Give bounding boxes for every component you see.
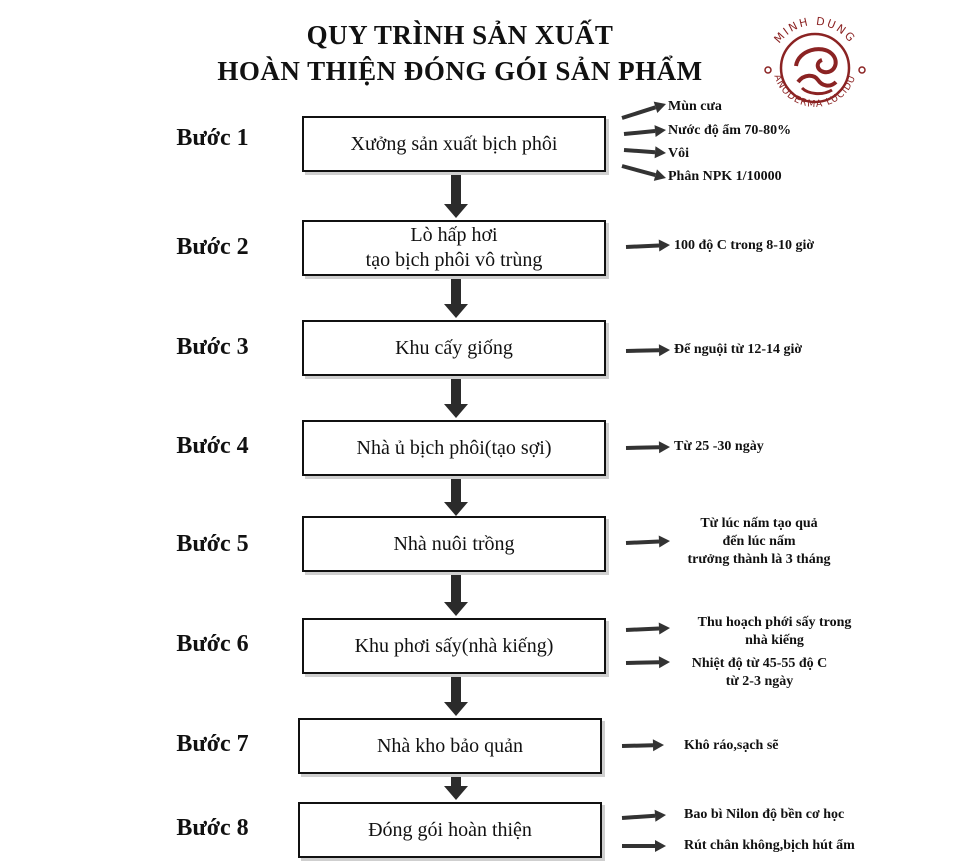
step-1-note-1: Mùn cưa xyxy=(668,99,722,114)
side-arrow-3 xyxy=(623,146,666,159)
step-5-label: Bước 5 xyxy=(176,531,249,557)
step-3-box: Khu cấy giống xyxy=(302,320,606,376)
side-arrow-8 xyxy=(625,535,670,548)
step-6-label: Bước 6 xyxy=(176,631,249,657)
step-7-note-1: Khô ráo,sạch sẽ xyxy=(684,738,779,753)
step-6-note-2: Nhiệt độ từ 45-55 độ C từ 2-3 ngày xyxy=(691,656,828,690)
step-8-note-1: Bao bì Nilon độ bền cơ học xyxy=(684,807,845,822)
down-arrow-3 xyxy=(444,378,468,418)
step-3-box-text: Khu cấy giống xyxy=(395,336,513,359)
down-arrow-4 xyxy=(444,478,468,516)
side-arrow-4 xyxy=(621,164,666,181)
step-7-label: Bước 7 xyxy=(176,731,249,757)
step-1-box: Xưởng sản xuất bịch phôi xyxy=(302,116,606,172)
step-4-box-text: Nhà ủ bịch phôi(tạo sợi) xyxy=(356,436,552,459)
down-arrow-1 xyxy=(444,174,468,218)
side-arrow-11 xyxy=(621,739,664,752)
step-4-box: Nhà ủ bịch phôi(tạo sợi) xyxy=(302,420,606,476)
step-5-box-text: Nhà nuôi trồng xyxy=(393,532,515,555)
step-1-note-4: Phân NPK 1/10000 xyxy=(668,169,782,184)
side-arrow-13 xyxy=(622,840,666,852)
step-6-box-text: Khu phơi sấy(nhà kiếng) xyxy=(354,634,554,657)
side-arrow-6 xyxy=(625,344,670,357)
diagram-title-line-2: HOÀN THIỆN ĐÓNG GÓI SẢN PHẨM xyxy=(217,56,703,86)
down-arrow-5 xyxy=(444,574,468,616)
step-8-note-2: Rút chân không,bịch hút ẩm xyxy=(684,838,855,853)
side-arrow-5 xyxy=(625,239,670,252)
side-arrow-9 xyxy=(625,622,670,635)
side-arrow-2 xyxy=(623,125,666,138)
step-2-box-text-line-1: Lò hấp hơi xyxy=(410,224,498,246)
step-1-label: Bước 1 xyxy=(176,125,249,151)
step-1-note-3: Vôi xyxy=(668,146,689,161)
step-6-box: Khu phơi sấy(nhà kiếng) xyxy=(302,618,606,674)
step-7-box-text: Nhà kho bảo quản xyxy=(376,734,524,757)
step-4-note-1: Từ 25 -30 ngày xyxy=(674,439,764,454)
step-1-box-text: Xưởng sản xuất bịch phôi xyxy=(350,132,558,155)
step-2-label: Bước 2 xyxy=(176,234,249,260)
down-arrow-6 xyxy=(444,676,468,716)
step-5-box: Nhà nuôi trồng xyxy=(302,516,606,572)
step-8-label: Bước 8 xyxy=(176,815,249,841)
side-arrow-12 xyxy=(621,809,666,822)
step-5-note-1: Từ lúc nấm tạo quả đến lúc nấm trưởng th… xyxy=(687,516,831,568)
side-arrow-1 xyxy=(621,101,666,120)
diagram-title-line-1: QUY TRÌNH SẢN XUẤT xyxy=(306,20,614,50)
down-arrow-7 xyxy=(444,776,468,800)
step-1-note-2: Nước độ ẩm 70-80% xyxy=(668,123,792,138)
step-3-label: Bước 3 xyxy=(176,334,249,360)
step-4-label: Bước 4 xyxy=(176,433,249,459)
step-8-box-text: Đóng gói hoàn thiện xyxy=(368,818,532,841)
step-6-note-1: Thu hoạch phới sấy trong nhà kiếng xyxy=(697,615,852,649)
step-3-note-1: Để nguội từ 12-14 giờ xyxy=(674,342,803,357)
down-arrow-2 xyxy=(444,278,468,318)
step-8-box: Đóng gói hoàn thiện xyxy=(298,802,602,858)
step-7-box: Nhà kho bảo quản xyxy=(298,718,602,774)
step-2-box: Lò hấp hơi tạo bịch phôi vô trùng xyxy=(302,220,606,276)
step-2-note-1: 100 độ C trong 8-10 giờ xyxy=(674,238,815,253)
side-arrow-7 xyxy=(625,441,670,454)
side-arrow-10 xyxy=(625,656,670,669)
step-2-box-text-line-2: tạo bịch phôi vô trùng xyxy=(365,249,543,271)
